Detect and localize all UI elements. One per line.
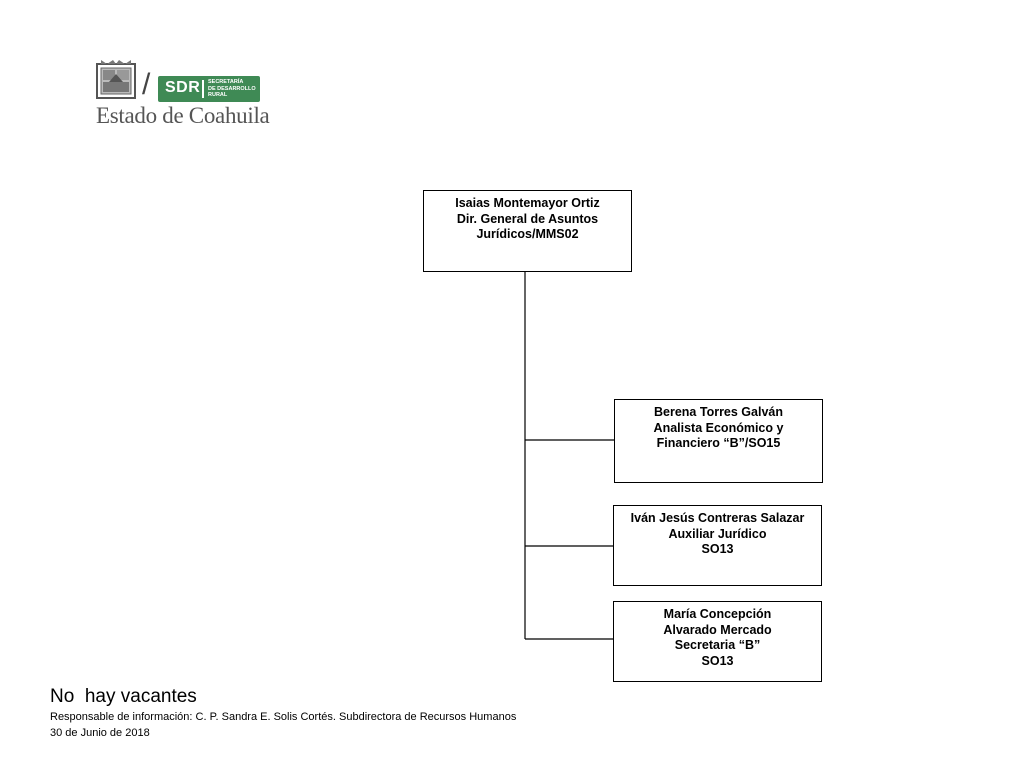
sdr-subtitle-line: RURAL [208,92,228,98]
secretary-title: Secretaria “B” [674,638,761,652]
auxiliar-code: SO13 [701,542,734,556]
sdr-badge: SDR SECRETARÍA DE DESARROLLO RURAL [158,76,260,102]
sdr-acronym: SDR [165,79,201,96]
sdr-subtitle: SECRETARÍA DE DESARROLLO RURAL [208,79,258,99]
org-box-auxiliar: Iván Jesús Contreras Salazar Auxiliar Ju… [613,505,822,586]
sdr-subtitle-line: DE DESARROLLO [208,85,256,92]
secretary-name-last: Alvarado Mercado [663,622,772,637]
coat-of-arms-icon [96,60,136,99]
secretary-code: SO13 [701,653,734,668]
org-box-analyst: Berena Torres Galván Analista Económico … [614,399,823,483]
analyst-title-code: Financiero “B”/SO15 [656,436,781,450]
director-name: Isaias Montemayor Ortiz [455,196,600,210]
header-logo [95,58,265,130]
analyst-name: Berena Torres Galván [654,405,783,419]
sdr-subtitle-line: SECRETARÍA [208,79,244,85]
director-title: Dir. General de Asuntos [456,211,599,226]
logo-divider: / [142,68,151,101]
auxiliar-name: Iván Jesús Contreras Salazar [630,511,805,525]
auxiliar-title: Auxiliar Jurídico [668,526,767,541]
org-box-secretary: María Concepción Alvarado Mercado Secret… [613,601,822,682]
director-title-code: Jurídicos/MMS02 [476,227,579,241]
responsible-info: Responsable de información: C. P. Sandra… [50,711,517,723]
analyst-title: Analista Económico y [653,420,784,435]
vacancies-note: No hay vacantes [50,686,197,707]
secretary-name-first: María Concepción [663,607,772,621]
sdr-separator [202,80,204,98]
report-date: 30 de Junio de 2018 [50,727,150,739]
org-box-director: Isaias Montemayor Ortiz Dir. General de … [423,190,632,272]
state-name: Estado de Coahuila [96,103,270,128]
